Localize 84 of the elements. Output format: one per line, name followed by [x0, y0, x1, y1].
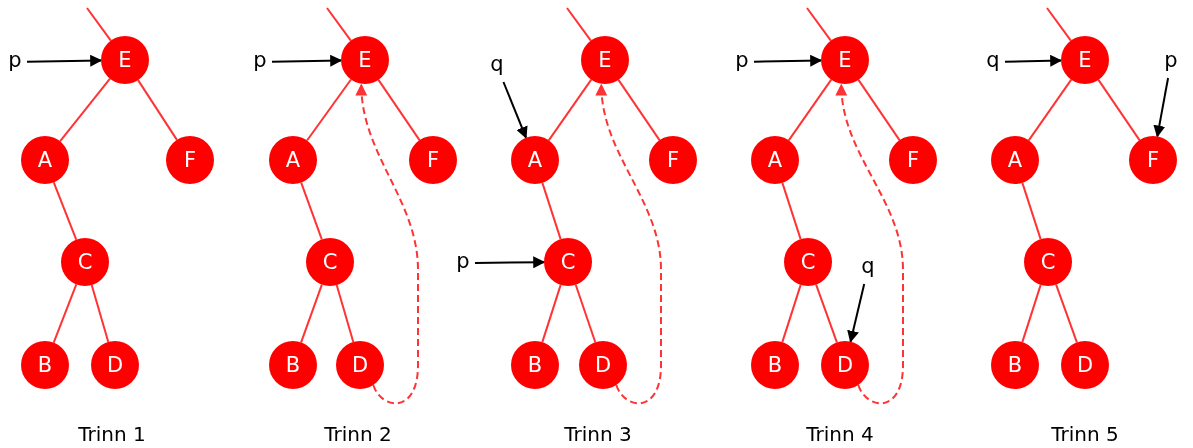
connector-line [90, 284, 110, 343]
connector-line [86, 7, 112, 42]
connector-line [335, 284, 355, 343]
tree-node: D [91, 341, 139, 389]
connector-line [1046, 7, 1072, 42]
dashed-arrow [836, 83, 904, 405]
connector-line [781, 283, 802, 344]
tree-node: E [101, 36, 149, 84]
tree-node: F [409, 136, 457, 184]
step-caption: Trinn 1 [78, 422, 146, 446]
tree-node: B [511, 341, 559, 389]
connector-line [377, 78, 421, 142]
tree-node: C [1024, 238, 1072, 286]
tree-node: B [269, 341, 317, 389]
tree-node: C [306, 238, 354, 286]
pointer-label: p [455, 249, 471, 273]
tree-node: A [21, 136, 69, 184]
pointer-label: q [985, 48, 1001, 72]
connector-line [300, 181, 323, 241]
tree-node: D [821, 341, 869, 389]
pointer-label: q [860, 254, 876, 278]
tree-node: B [751, 341, 799, 389]
connector-line [806, 7, 832, 42]
connector-line [59, 77, 111, 143]
connector-line [787, 78, 833, 142]
connector-line [306, 78, 352, 142]
connector-line [300, 283, 323, 344]
pointer-label: p [252, 48, 268, 72]
tree-node: B [21, 341, 69, 389]
tree-node: F [1129, 136, 1177, 184]
connector-line [52, 181, 78, 241]
tree-node: E [821, 36, 869, 84]
connector-line [541, 283, 562, 344]
pointer-label: q [489, 52, 505, 76]
connector-line [326, 7, 352, 42]
connector-line [547, 78, 593, 142]
tree-node: D [1061, 341, 1109, 389]
connector-line [815, 283, 838, 344]
connector-line [1027, 78, 1073, 142]
step-caption: Trinn 5 [1051, 422, 1119, 446]
tree-node: A [511, 136, 559, 184]
arrow [271, 54, 343, 67]
connector-line [137, 79, 178, 141]
tree-node: B [991, 341, 1039, 389]
tree-node: A [751, 136, 799, 184]
arrow [502, 81, 528, 139]
tree-node: E [581, 36, 629, 84]
tree-node: C [784, 238, 832, 286]
connector-line [541, 181, 562, 241]
dashed-arrow [356, 83, 419, 405]
connector-line [566, 7, 592, 42]
arrow [847, 283, 866, 343]
dashed-arrow [596, 83, 662, 405]
tree-node: C [544, 238, 592, 286]
tree-node: E [1061, 36, 1109, 84]
tree-node: F [166, 136, 214, 184]
arrow [474, 256, 546, 269]
tree-node: A [991, 136, 1039, 184]
tree-node: C [61, 238, 109, 286]
tree-node: A [269, 136, 317, 184]
tree-node: D [579, 341, 627, 389]
connector-line [574, 283, 597, 344]
connector-line [617, 78, 661, 142]
pointer-label: p [1163, 48, 1179, 72]
step-caption: Trinn 3 [564, 422, 632, 446]
connector-line [1097, 78, 1141, 142]
connector-line [52, 283, 78, 344]
tree-node: F [649, 136, 697, 184]
pointer-label: p [734, 48, 750, 72]
connector-line [1021, 283, 1042, 344]
connector-line [1055, 283, 1078, 344]
connector-line [781, 181, 802, 241]
tree-node: E [341, 36, 389, 84]
tree-node: F [889, 136, 937, 184]
connector-line [1021, 181, 1042, 241]
tree-node: D [336, 341, 384, 389]
arrow [1004, 54, 1063, 67]
step-caption: Trinn 4 [806, 422, 874, 446]
pointer-label: p [7, 48, 23, 72]
arrow [753, 54, 823, 67]
arrow [26, 54, 103, 67]
arrow [1153, 77, 1170, 138]
step-caption: Trinn 2 [324, 422, 392, 446]
connector-line [857, 78, 901, 142]
